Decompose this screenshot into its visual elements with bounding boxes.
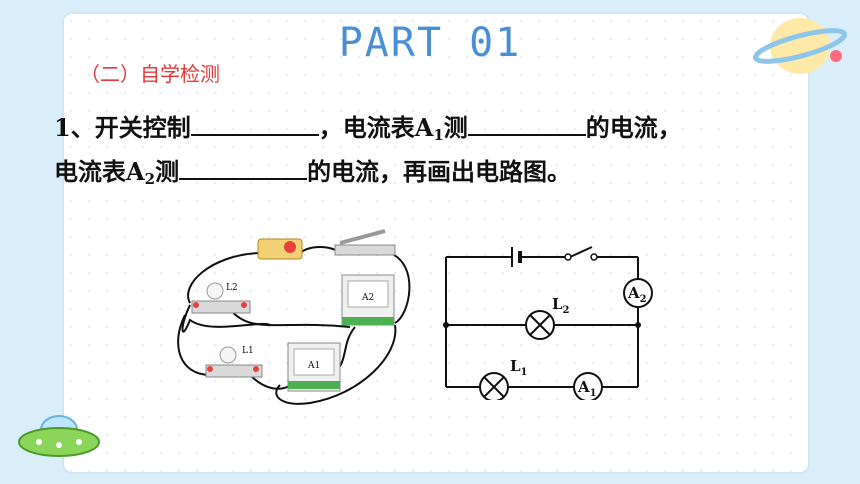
subscript: 1 [521,367,528,378]
answer-blank-1[interactable] [190,112,319,136]
svg-text:L2: L2 [552,295,570,316]
switch-node-icon [590,253,598,261]
ammeter-a2-icon [341,274,395,326]
lamp-l2-symbol [525,310,555,340]
subscript: 2 [640,294,647,305]
schematic-label: L [552,295,563,313]
svg-text:L1: L1 [510,357,528,378]
svg-text:A2: A2 [627,284,647,305]
question-line-1: 1、开关控制 ，电流表A1测 的电流， [54,108,682,144]
question-text: 的电流， [585,113,682,142]
question-line-2: 电流表A2测 的电流，再画出电路图。 [54,152,571,188]
ammeter-a1-symbol [573,372,603,400]
junction-icon [635,322,641,328]
photo-label-a1: A1 [307,361,320,371]
subscript: 2 [144,170,156,188]
schematic-label: L [510,357,521,375]
ammeter-a1-icon [287,342,341,392]
planet-icon [752,18,848,74]
photo-label-l1: L1 [242,346,254,356]
switch-node-icon [564,253,572,261]
ammeter-a2-symbol [623,278,653,308]
question-text: ，电流表A [318,113,434,142]
answer-blank-2[interactable] [467,112,586,136]
section-label: （二）自学检测 [80,62,220,86]
bulb-l2-icon [191,282,251,314]
circuit-schematic: A2 L2 L1 A1 [443,246,653,400]
question-text: 测 [155,157,180,186]
answer-blank-3[interactable] [179,156,308,180]
subscript: 2 [563,305,570,316]
question-text: 电流表A [54,157,145,186]
schematic-label: A [577,378,590,396]
circuit-photo: L2 A2 L1 A1 [177,229,411,405]
question-text: 的电流，再画出电路图。 [307,157,572,186]
switch-icon [334,229,396,256]
bulb-l1-icon [205,346,263,378]
photo-label-l2: L2 [226,283,238,293]
photo-label-a2: A2 [361,293,374,303]
lamp-l1-symbol [479,372,509,400]
ufo-icon [18,415,100,457]
question-text: 1、开关控制 [54,113,191,142]
subscript: 1 [590,388,597,399]
junction-icon [443,322,449,328]
svg-text:A1: A1 [577,378,597,399]
schematic-label: A [627,284,640,302]
question-text: 测 [443,113,468,142]
page-title: PART 01 [338,20,522,66]
subscript: 1 [433,126,444,144]
